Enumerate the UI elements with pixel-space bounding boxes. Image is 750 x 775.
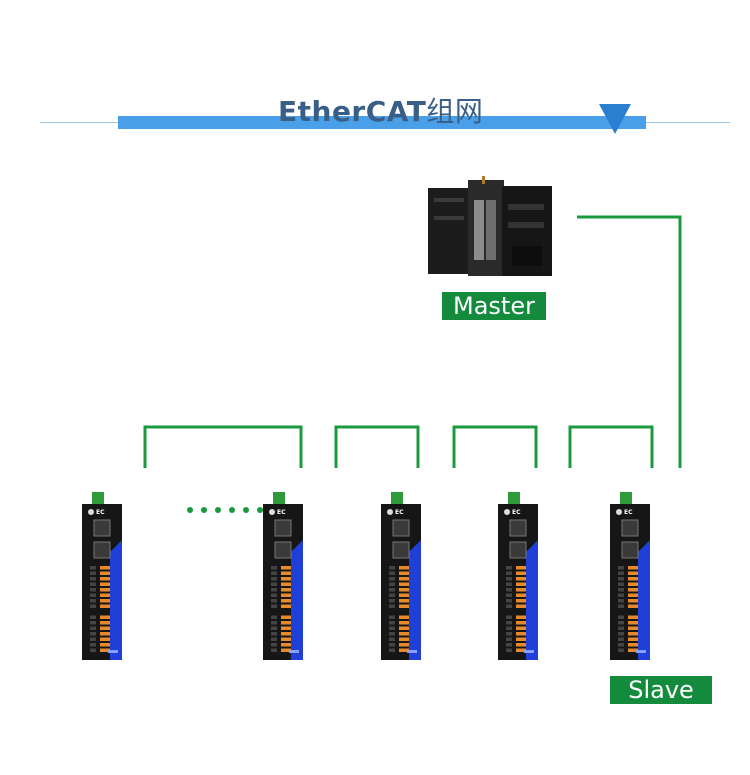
network-title: EtherCAT组网 xyxy=(278,90,483,130)
cable-link-3 xyxy=(452,425,538,468)
cable-link-4 xyxy=(568,425,654,468)
cable-link-1 xyxy=(143,425,303,468)
slave-module-2: EC xyxy=(263,492,303,660)
master-label: Master xyxy=(442,292,546,320)
svg-text:EC: EC xyxy=(96,509,105,516)
cable-master-to-slave xyxy=(577,215,682,468)
slave-module-4: EC xyxy=(498,492,538,660)
svg-text:EC: EC xyxy=(277,509,286,516)
master-controller xyxy=(428,176,552,276)
slave-module-1: EC xyxy=(82,492,122,660)
ethercat-bus-bar xyxy=(118,116,646,129)
ellipsis-dots-icon xyxy=(187,507,263,513)
svg-text:EC: EC xyxy=(512,509,521,516)
network-title-cn: 组网 xyxy=(426,95,484,128)
svg-text:EC: EC xyxy=(395,509,404,516)
svg-text:EC: EC xyxy=(624,509,633,516)
down-triangle-icon xyxy=(599,104,631,134)
network-title-latin: EtherCAT xyxy=(278,95,427,128)
cable-link-2 xyxy=(334,425,420,468)
slave-module-5: EC xyxy=(610,492,650,660)
slave-module-3: EC xyxy=(381,492,421,660)
slave-label: Slave xyxy=(610,676,712,704)
